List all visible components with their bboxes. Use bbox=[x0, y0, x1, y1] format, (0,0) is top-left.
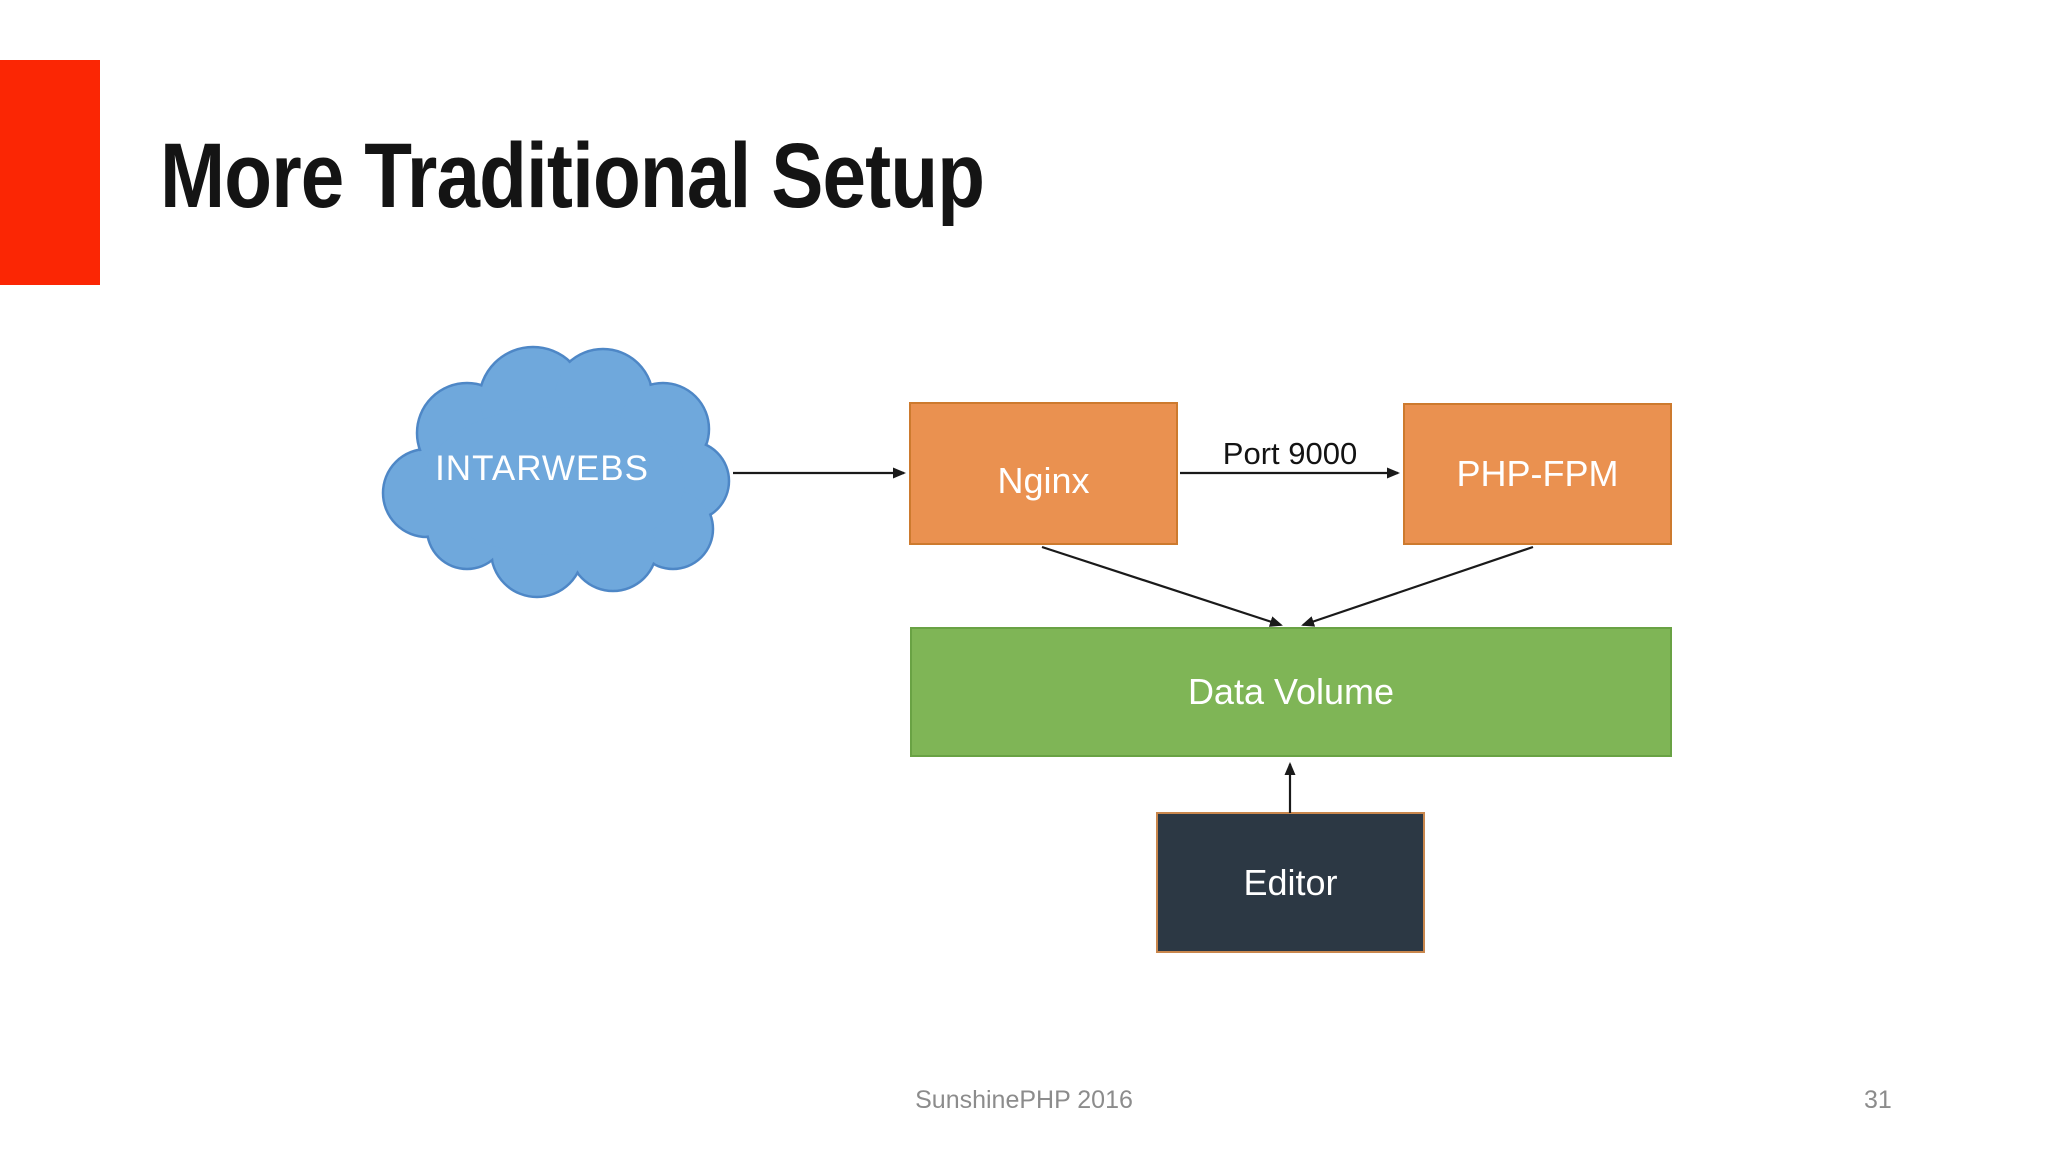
red-accent-square bbox=[0, 60, 100, 285]
node-php-fpm: PHP-FPM bbox=[1403, 403, 1672, 545]
arrow-phpfpm-to-datavolume bbox=[1301, 545, 1534, 627]
node-nginx-label: Nginx bbox=[997, 459, 1090, 501]
edge-label-port-9000: Port 9000 bbox=[1222, 436, 1358, 471]
cloud-icon bbox=[381, 345, 731, 599]
cloud-label: INTARWEBS bbox=[435, 449, 649, 488]
node-nginx: Nginx bbox=[909, 402, 1178, 545]
footer-conference: SunshinePHP 2016 bbox=[915, 1086, 1133, 1114]
node-data-volume: Data Volume bbox=[910, 627, 1672, 757]
internet-cloud: INTARWEBS bbox=[375, 333, 735, 605]
arrow-nginx-to-datavolume bbox=[1041, 545, 1283, 627]
node-editor-label: Editor bbox=[1243, 861, 1338, 903]
footer-page-number: 31 bbox=[1864, 1086, 1892, 1114]
page-title: More Traditional Setup bbox=[160, 125, 985, 227]
node-data-volume-label: Data Volume bbox=[1187, 671, 1395, 712]
node-php-fpm-label: PHP-FPM bbox=[1456, 453, 1619, 494]
node-editor: Editor bbox=[1156, 812, 1425, 953]
